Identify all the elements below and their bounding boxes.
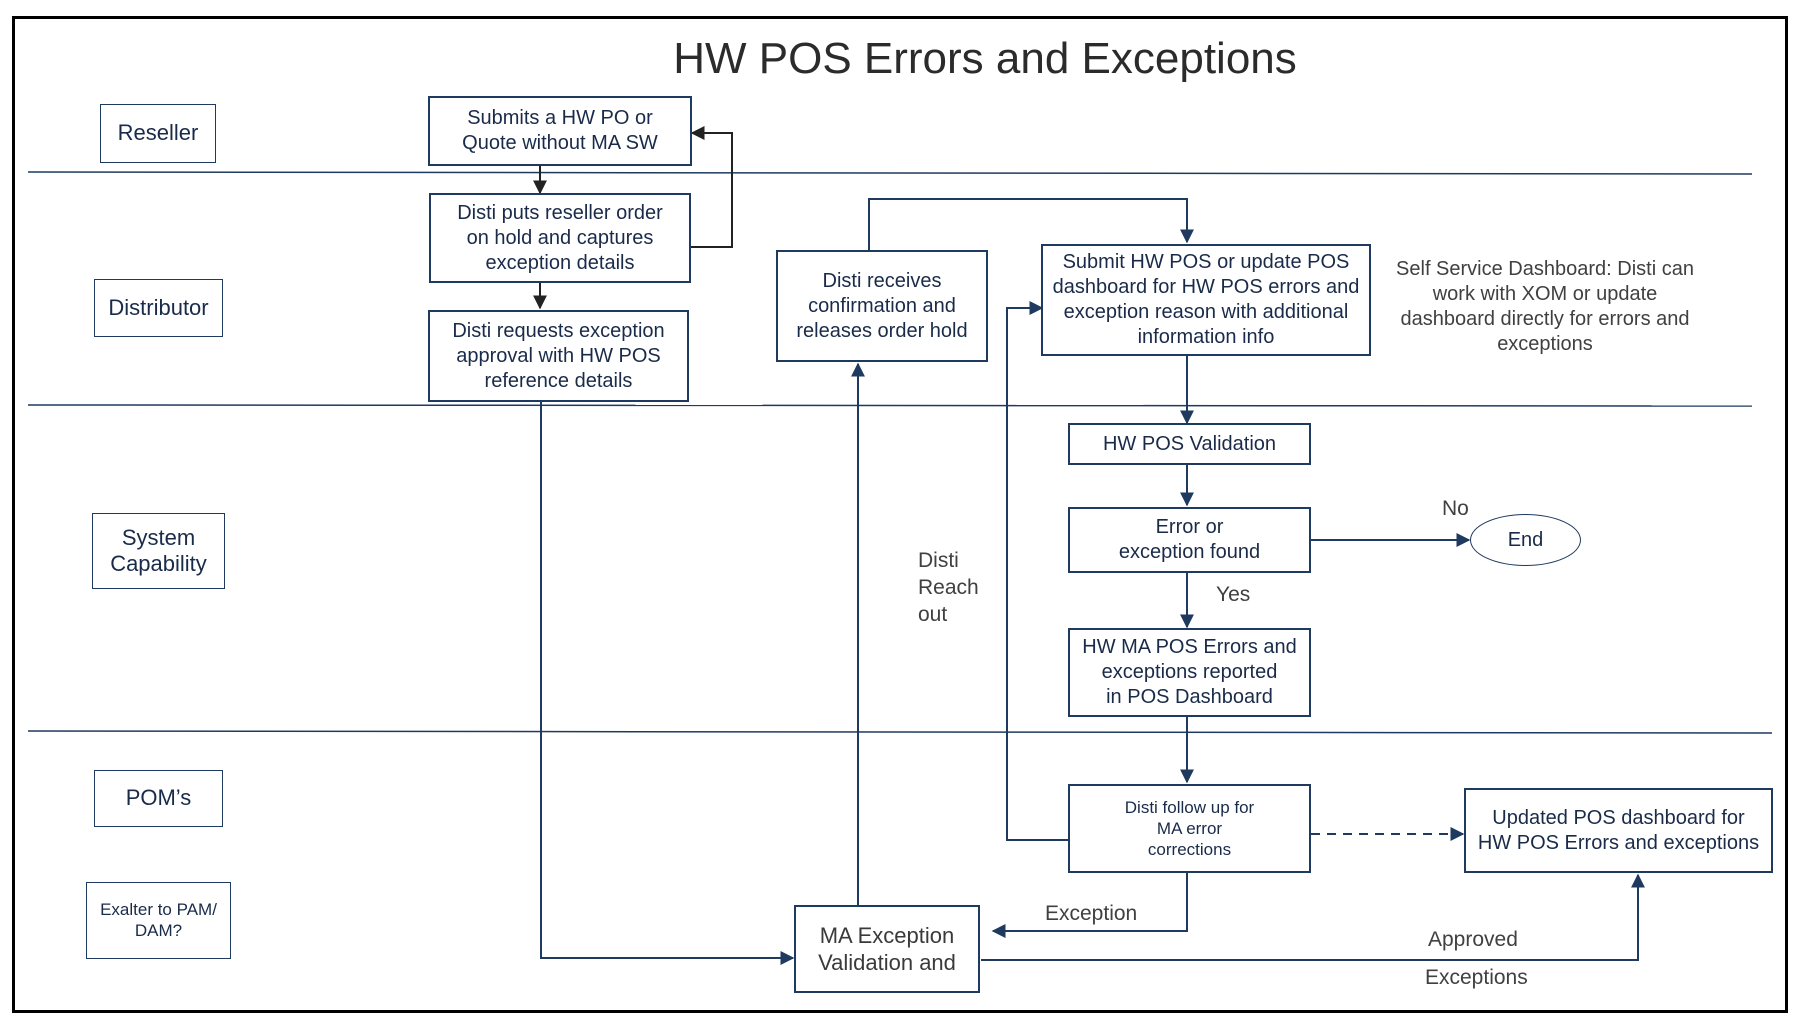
arrow-followup-to-submit	[1006, 301, 1068, 841]
note-self-service: Self Service Dashboard: Disti can work w…	[1396, 258, 1694, 355]
label-exception: Exception	[1045, 902, 1138, 925]
label-reach-out: Disti Reach out	[918, 549, 979, 626]
step-submit-po: Submits a HW PO or Quote without MA SW	[428, 96, 692, 166]
step-ma-validation: MA Exception Validation and	[794, 905, 980, 993]
step-submit-update: Submit HW POS or update POS dashboard fo…	[1041, 244, 1371, 356]
label-yes: Yes	[1216, 583, 1251, 606]
arrow-request-to-ma	[540, 402, 795, 965]
lane-divider-3	[27, 730, 1773, 734]
lane-escalate: Exalter to PAM/ DAM?	[86, 882, 231, 959]
arrow-ma-to-dashboard	[981, 873, 1645, 961]
arrow-hold-to-submit	[690, 126, 733, 248]
diagram-frame	[12, 16, 1788, 1013]
lane-divider-2	[27, 404, 1753, 407]
lane-poms: POM’s	[94, 770, 223, 827]
label-exceptions: Exceptions	[1425, 966, 1528, 989]
lane-system-capability: System Capability	[92, 513, 225, 589]
step-end: End	[1470, 514, 1581, 566]
label-approved: Approved	[1428, 928, 1518, 951]
lane-divider-1	[27, 171, 1753, 175]
diagram-title: HW POS Errors and Exceptions	[673, 34, 1297, 83]
step-follow-up: Disti follow up for MA error corrections	[1068, 784, 1311, 873]
lane-reseller: Reseller	[100, 104, 216, 163]
step-error-found: Error or exception found	[1068, 507, 1311, 573]
step-hold-order: Disti puts reseller order on hold and ca…	[429, 193, 691, 283]
label-no: No	[1442, 497, 1469, 520]
arrow-followup-to-ma	[991, 873, 1188, 938]
arrow-release-to-submit	[868, 198, 1194, 250]
step-reported: HW MA POS Errors and exceptions reported…	[1068, 628, 1311, 717]
step-updated-dashboard: Updated POS dashboard for HW POS Errors …	[1464, 788, 1773, 873]
step-validation: HW POS Validation	[1068, 423, 1311, 465]
lane-distributor: Distributor	[94, 279, 223, 337]
step-request-approval: Disti requests exception approval with H…	[428, 310, 689, 402]
step-release-hold: Disti receives confirmation and releases…	[776, 250, 988, 362]
